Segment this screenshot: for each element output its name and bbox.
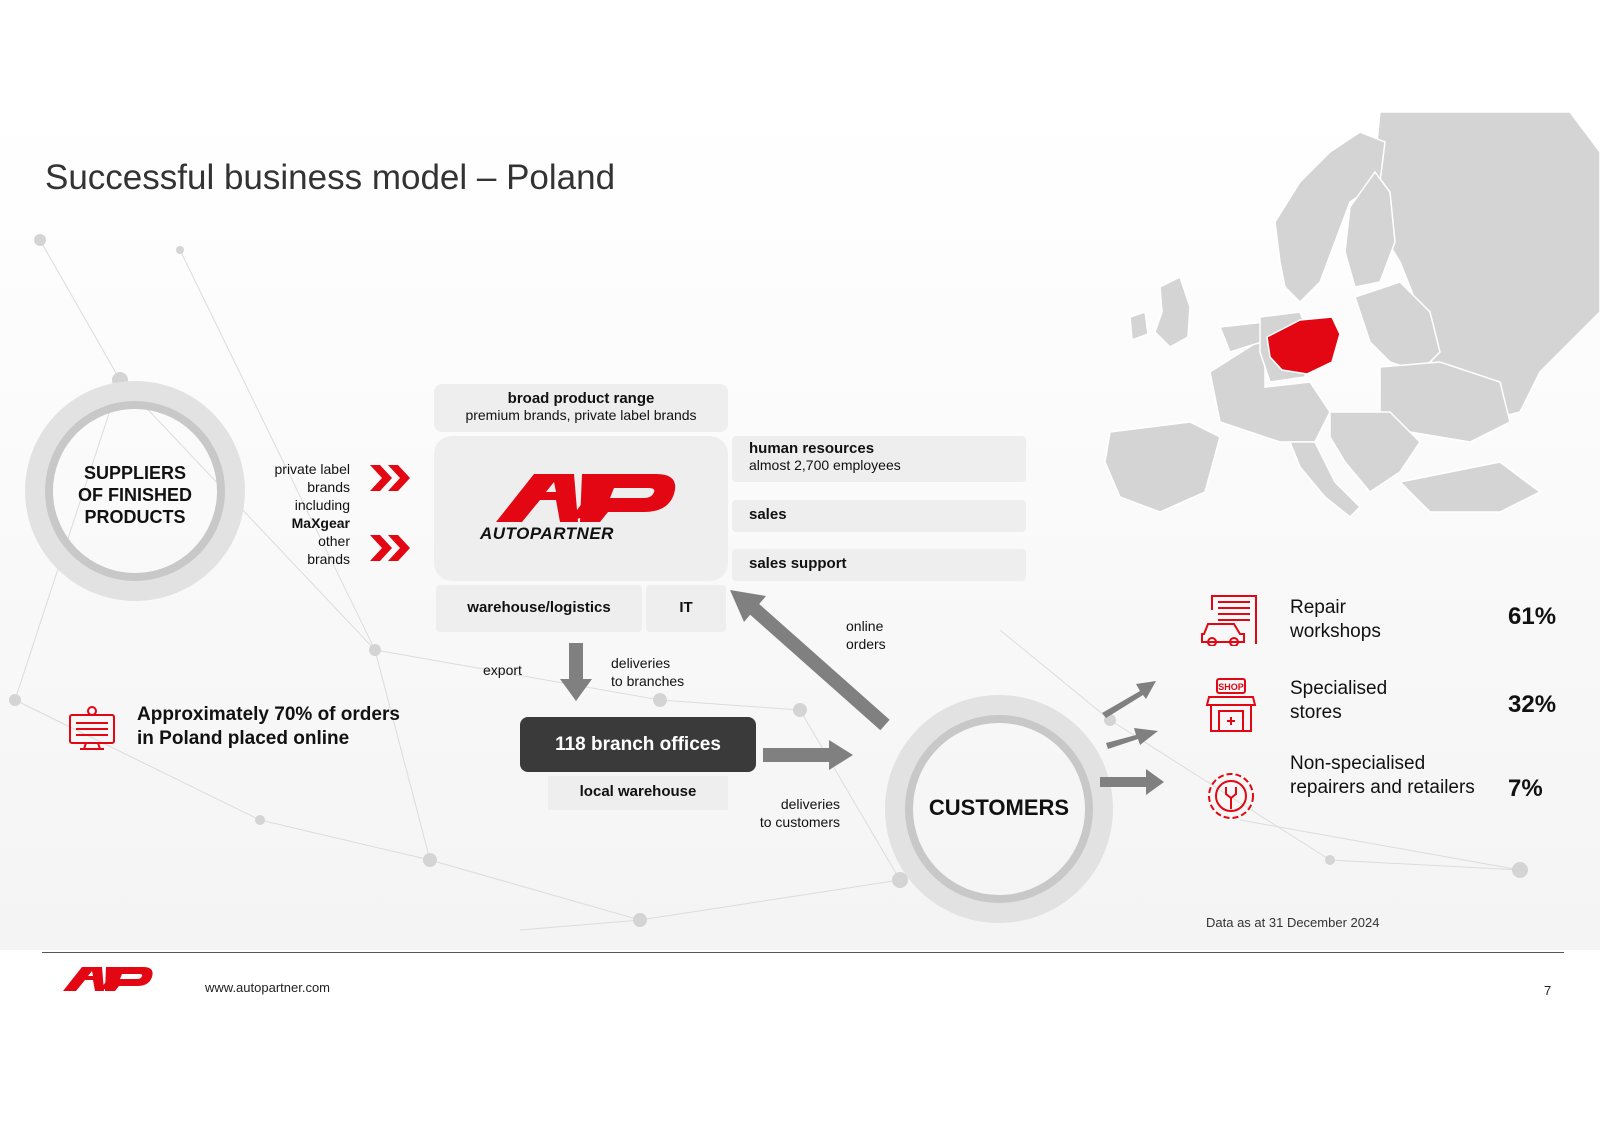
segment-non-specialised: Non-specialised repairers and retailers <box>1290 753 1475 798</box>
maxgear-brand: MaXgear <box>291 515 350 531</box>
footer-logo <box>63 967 153 991</box>
local-warehouse-box: local warehouse <box>548 776 728 810</box>
footer-website[interactable]: www.autopartner.com <box>205 980 331 995</box>
arrows-to-segments-icon <box>1100 681 1164 795</box>
sales-support-box: sales support <box>732 549 1026 581</box>
gear-wrench-icon <box>1208 773 1254 819</box>
autopartner-wordmark: AUTOPARTNER <box>480 524 614 543</box>
branch-offices-box: 118 branch offices <box>520 717 756 772</box>
chevron-right-icon <box>370 465 410 491</box>
deliveries-customers-label: deliveries to customers <box>759 796 840 830</box>
customers-label: CUSTOMERS <box>928 795 1070 820</box>
poland-highlight <box>1266 316 1341 375</box>
footer-divider <box>42 952 1564 953</box>
autopartner-logo <box>496 474 676 522</box>
online-orders-arrow-icon <box>730 590 890 731</box>
supplier-brands-text: private label brands including MaXgear o… <box>240 460 351 568</box>
suppliers-label: SUPPLIERS OF FINISHED PRODUCTS <box>77 463 192 527</box>
sales-box: sales <box>732 500 1026 532</box>
export-label: export <box>483 662 522 678</box>
segment-repair-workshops: Repair workshops <box>1290 597 1381 642</box>
segment-repair-pct: 61% <box>1508 603 1557 630</box>
deliveries-branches-label: deliveries to branches <box>611 655 685 689</box>
shop-icon: SHOP <box>1205 678 1257 732</box>
slide-title: Successful business model – Poland <box>45 158 616 197</box>
repair-workshop-icon <box>1201 595 1257 646</box>
arrow-down-icon <box>560 643 592 701</box>
it-box: IT <box>646 585 726 632</box>
autopartner-logo-box: AUTOPARTNER <box>434 436 728 581</box>
chevron-right-icon <box>370 535 410 561</box>
online-shop-monitor-icon <box>69 706 115 750</box>
online-orders-note: Approximately 70% of orders in Poland pl… <box>137 704 400 749</box>
arrow-right-icon <box>763 740 853 770</box>
segment-non-specialised-pct: 7% <box>1508 775 1543 802</box>
segment-specialised-stores: Specialised stores <box>1290 678 1388 723</box>
page-number: 7 <box>1544 983 1552 998</box>
europe-map <box>1104 112 1600 519</box>
human-resources-box: human resources almost 2,700 employees <box>732 436 1026 482</box>
data-date-note: Data as at 31 December 2024 <box>1206 915 1380 930</box>
warehouse-logistics-box: warehouse/logistics <box>436 585 642 632</box>
segment-specialised-pct: 32% <box>1508 691 1557 718</box>
product-range-box: broad product range premium brands, priv… <box>434 384 728 432</box>
online-orders-label: online orders <box>846 618 886 652</box>
shop-icon-label: SHOP <box>1218 682 1244 692</box>
